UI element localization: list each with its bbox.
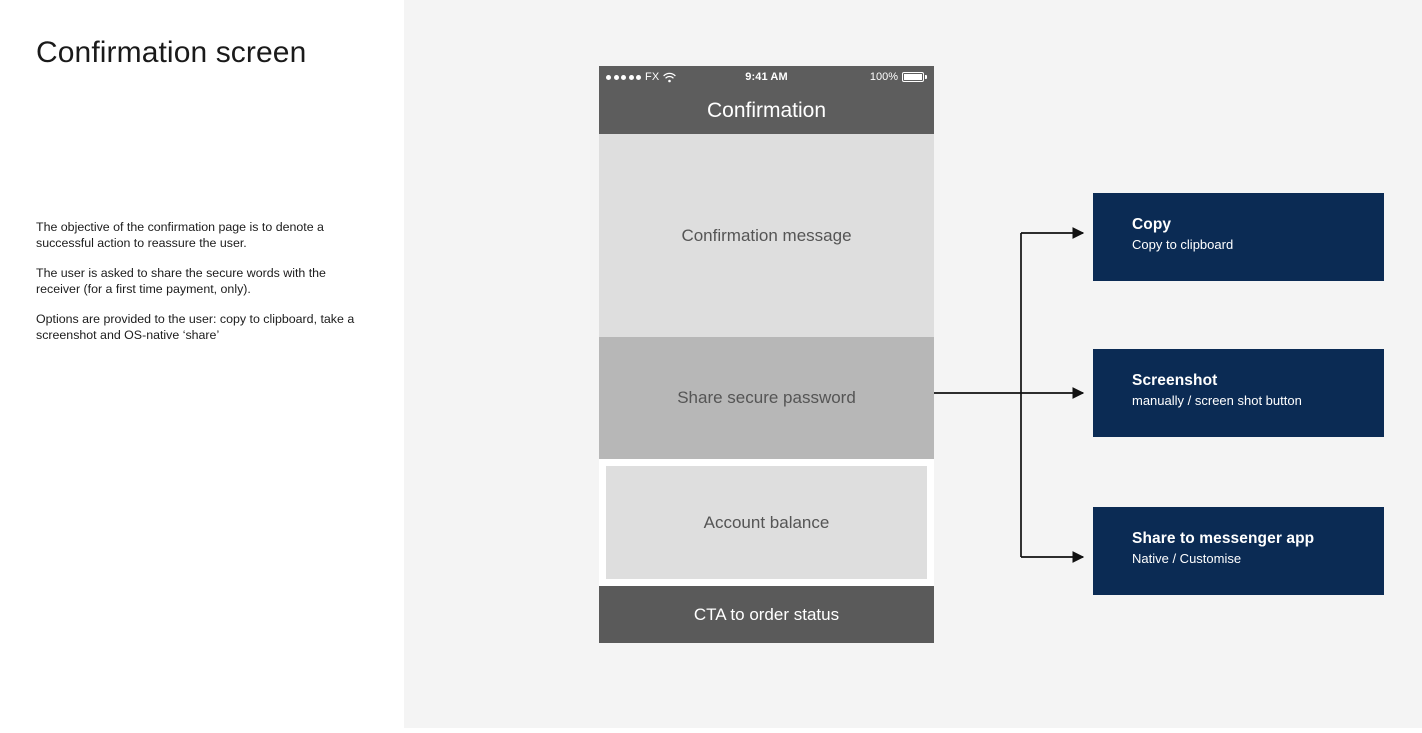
cta-order-status-button[interactable]: CTA to order status (599, 586, 934, 643)
annotation-text-group: The objective of the confirmation page i… (36, 219, 356, 343)
option-card-share-to-messenger[interactable]: Share to messenger app Native / Customis… (1093, 507, 1384, 595)
signal-strength-icon (606, 74, 641, 80)
share-secure-password-label: Share secure password (677, 388, 856, 407)
option-card-copy[interactable]: Copy Copy to clipboard (1093, 193, 1384, 281)
account-balance-label: Account balance (703, 512, 830, 532)
option-card-title: Copy (1132, 216, 1172, 233)
wifi-icon (663, 72, 677, 83)
battery-percent-label: 100% (869, 71, 898, 83)
share-secure-password-block[interactable]: Share secure password (599, 337, 934, 459)
annotation-paragraph: The objective of the confirmation page i… (36, 220, 324, 250)
phone-mockup: FX 9:41 AM 100% Confirmation (599, 66, 934, 643)
carrier-label: FX (645, 71, 660, 83)
annotation-paragraph: Options are provided to the user: copy t… (36, 312, 355, 342)
battery-full-icon (902, 72, 927, 82)
status-bar-left: FX (606, 71, 677, 83)
page-title: Confirmation screen (36, 36, 307, 69)
option-card-screenshot[interactable]: Screenshot manually / screen shot button (1093, 349, 1384, 437)
option-card-subtitle: manually / screen shot button (1132, 393, 1302, 408)
nav-bar: Confirmation (599, 88, 934, 134)
option-card-title: Screenshot (1132, 372, 1218, 389)
option-card-subtitle: Copy to clipboard (1132, 237, 1234, 252)
status-bar-time: 9:41 AM (745, 71, 788, 83)
status-bar: FX 9:41 AM 100% (599, 66, 934, 88)
account-balance-container: Account balance (599, 459, 934, 586)
option-card-title: Share to messenger app (1132, 530, 1315, 547)
confirmation-message-label: Confirmation message (681, 225, 852, 245)
annotation-pane: Confirmation screen The objective of the… (0, 0, 404, 733)
nav-bar-title: Confirmation (706, 99, 827, 122)
confirmation-message-block: Confirmation message (599, 134, 934, 337)
annotation-paragraph: The user is asked to share the secure wo… (36, 266, 326, 296)
status-bar-right: 100% (870, 71, 927, 83)
cta-order-status-label: CTA to order status (693, 604, 840, 624)
option-card-subtitle: Native / Customise (1132, 551, 1242, 566)
account-balance-block: Account balance (606, 466, 927, 579)
